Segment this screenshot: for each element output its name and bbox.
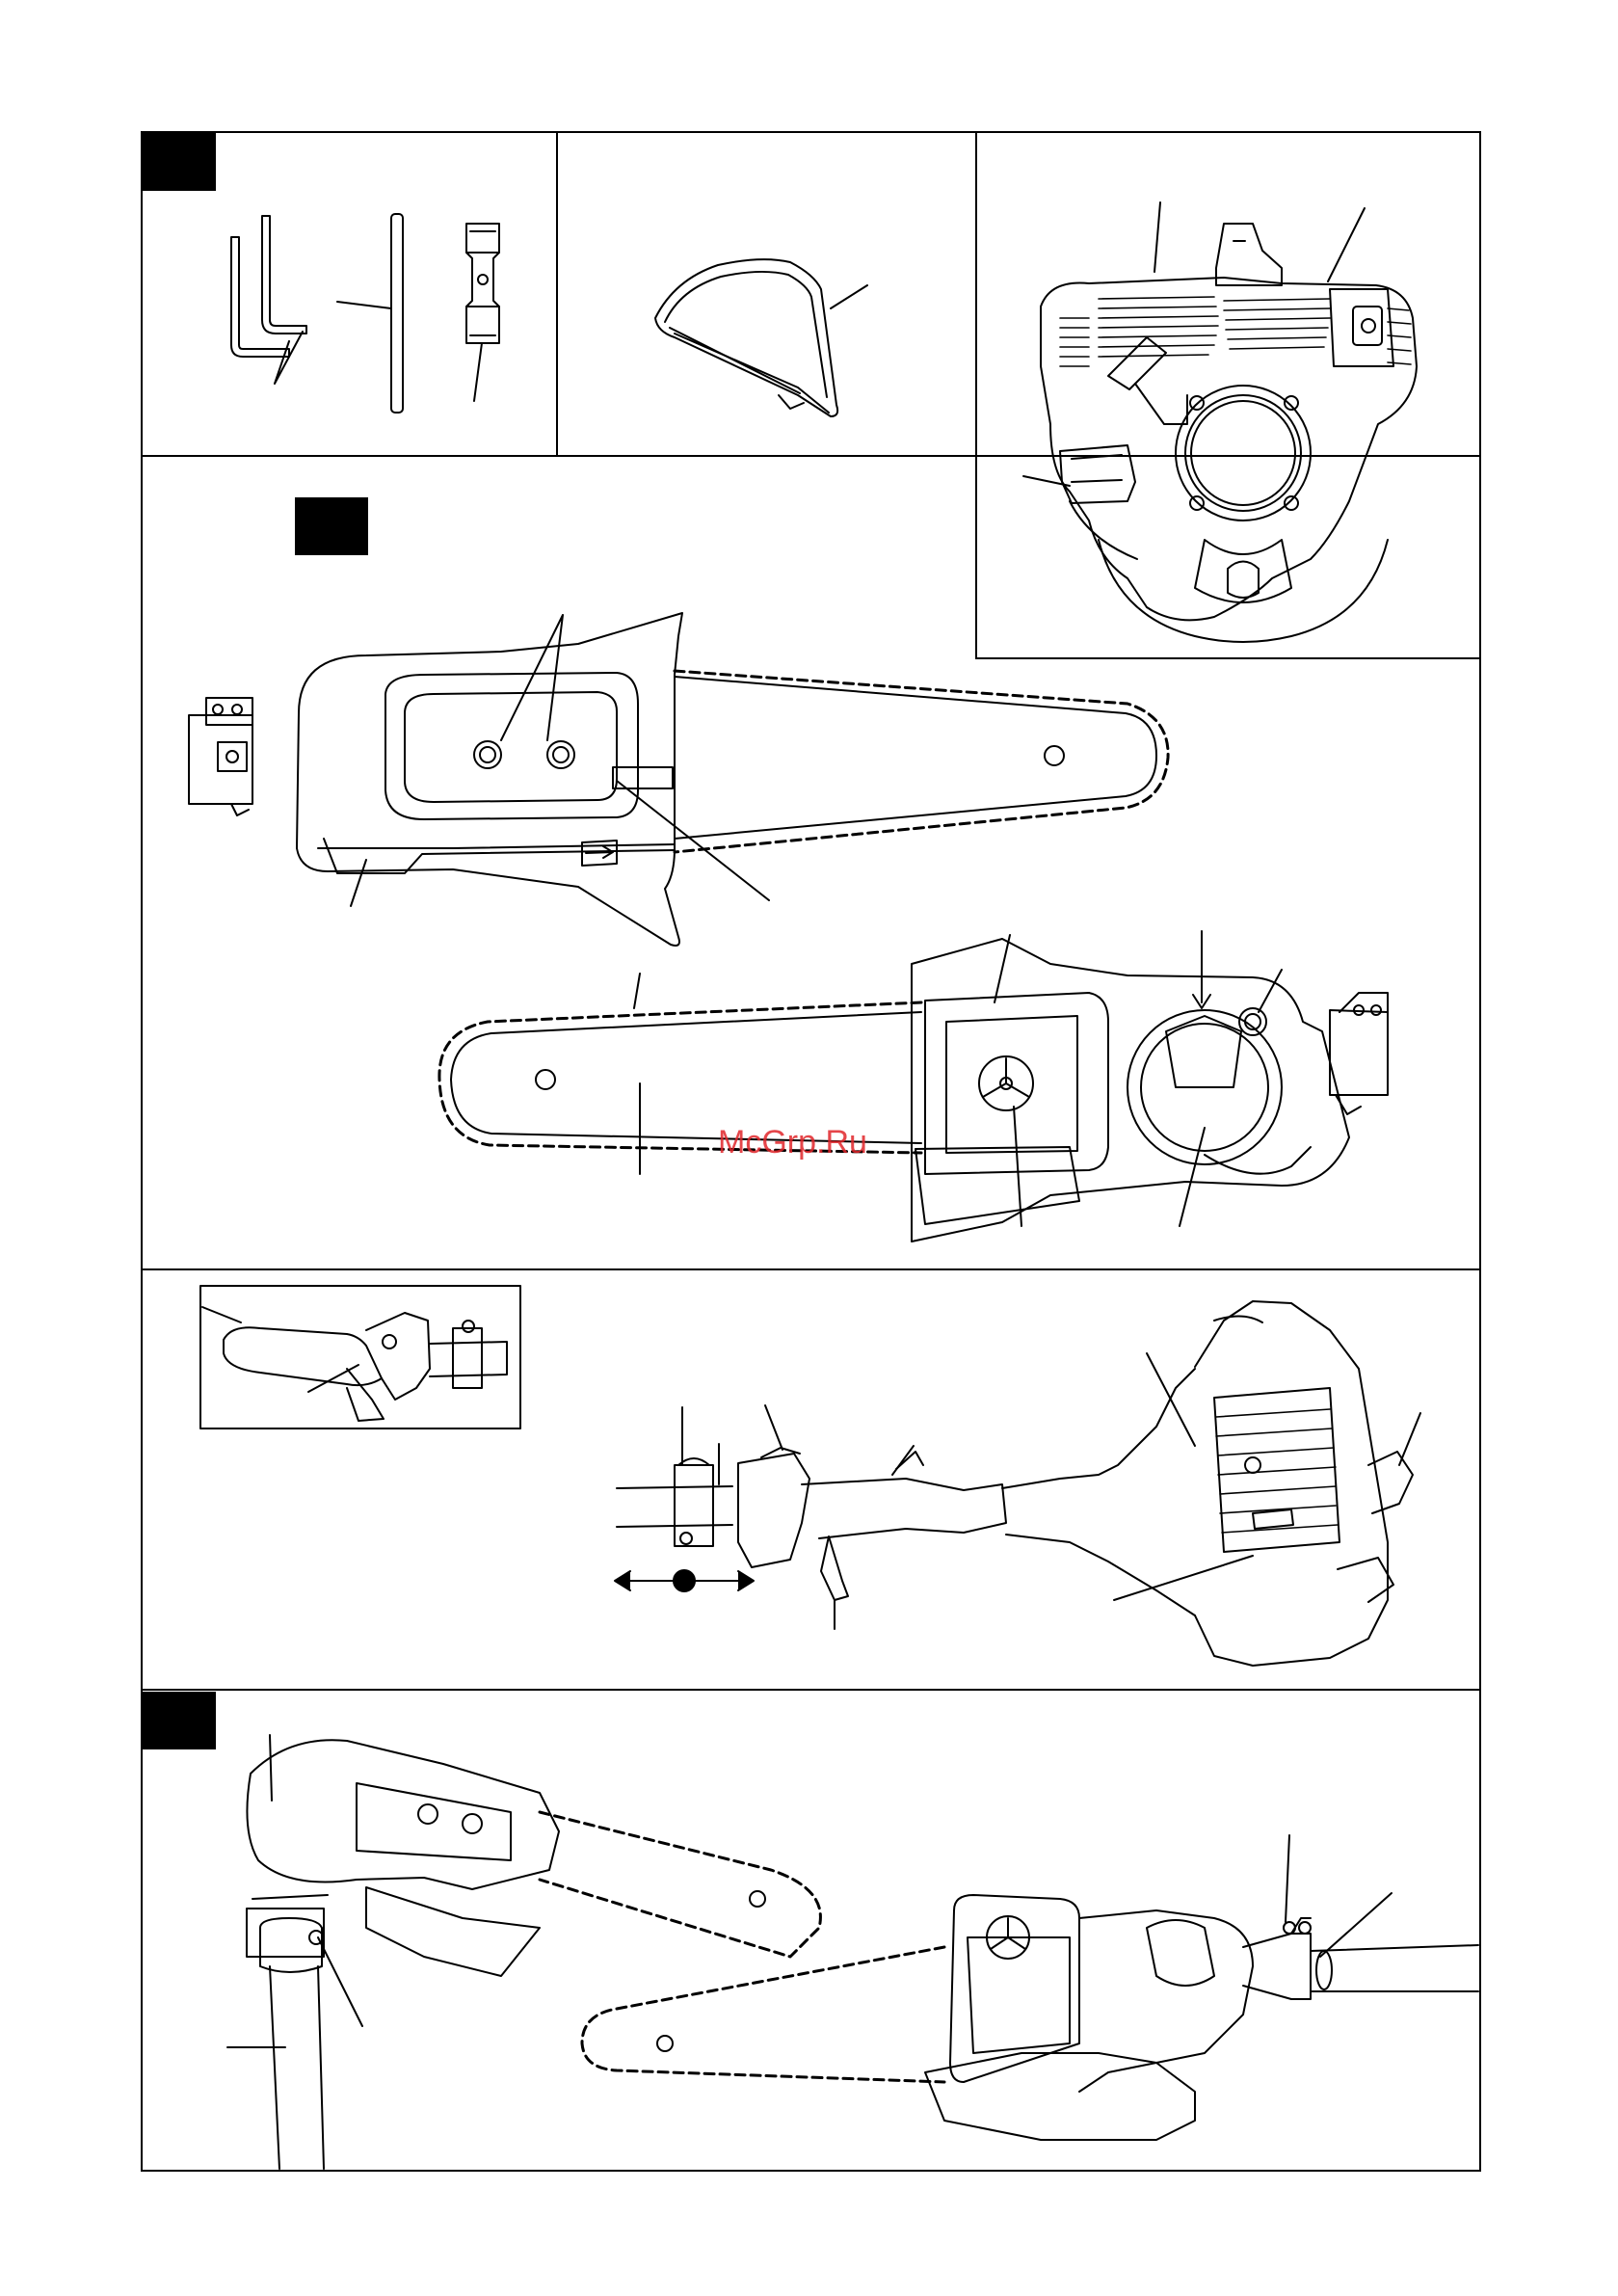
lower-sprocket-callout: [1014, 1107, 1021, 1226]
upper-nut-callout: [501, 615, 563, 740]
engine-illustration: [1041, 224, 1417, 642]
lower-housing-callout: [995, 935, 1010, 1002]
mounted-callout-4: [1286, 1835, 1289, 1922]
mounted-assembly-illustration: [247, 1740, 1478, 2169]
handle-grip-callout: [892, 1446, 914, 1475]
mounted-callout-5: [1320, 1893, 1392, 1957]
handle-inset-illustration: [202, 1307, 507, 1421]
spanner-callout: [474, 343, 482, 401]
chainsaw-head-lower-illustration: [439, 939, 1388, 1241]
mounted-callout-2: [318, 1937, 362, 2026]
rod-callout: [337, 302, 391, 308]
lower-clutch-callout: [1180, 1128, 1205, 1226]
rod-illustration: [391, 214, 403, 413]
handle-trigger-callout: [765, 1405, 782, 1450]
engine-callout-1: [1154, 202, 1160, 272]
upper-pin-callout: [617, 781, 769, 900]
engine-side-callout-1: [1147, 1353, 1195, 1446]
engine-callout-2: [1328, 208, 1365, 281]
upper-cover-callout: [351, 860, 366, 906]
bar-guard-illustration: [655, 259, 837, 416]
box-spanner-illustration: [466, 224, 499, 343]
lower-screw-callout: [1259, 970, 1282, 1012]
hex-key-large-illustration: [262, 216, 306, 334]
engine-side-callout-2: [1399, 1413, 1420, 1465]
inset-callout: [308, 1365, 358, 1392]
handle-assembly-illustration: [617, 1301, 1413, 1666]
handle-inset-frame: [200, 1286, 520, 1428]
mounted-callout-1: [270, 1735, 272, 1801]
bar-guard-callout: [831, 285, 867, 308]
chainsaw-head-upper-illustration: [189, 613, 1168, 946]
hex-key-small-illustration: [231, 237, 289, 357]
watermark: McGrp.Ru: [718, 1124, 867, 1161]
lower-chain-callout: [634, 974, 640, 1008]
direction-arrow: [615, 1570, 754, 1591]
lower-arrow-callout: [1193, 931, 1210, 1008]
